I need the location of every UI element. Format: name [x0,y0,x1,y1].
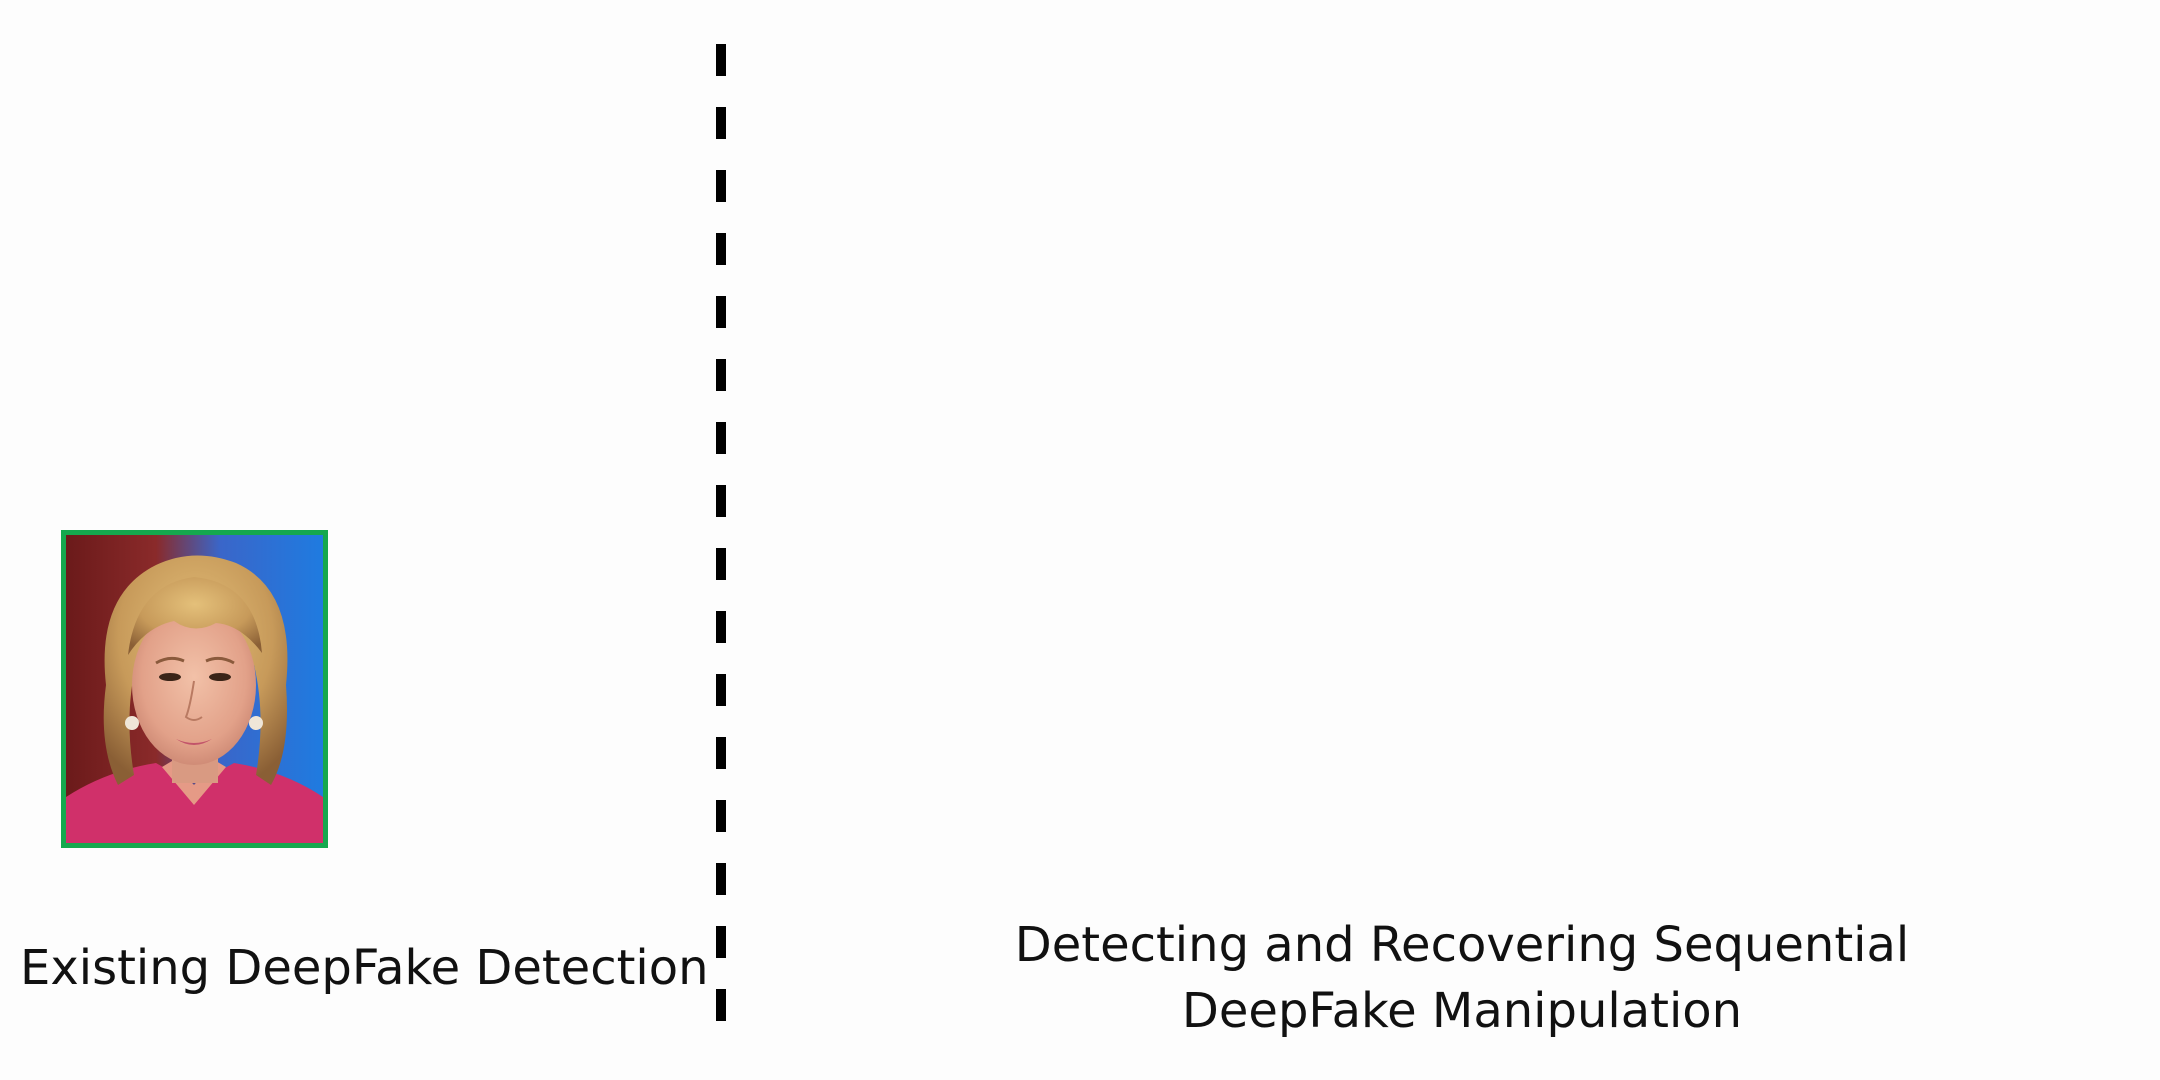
caption-line-2: DeepFake Manipulation [1181,983,1743,1039]
face-image-frame [61,530,328,848]
dashed-divider [716,44,726,1044]
face-photo [66,535,323,843]
caption-line-1: Detecting and Recovering Sequential [1014,917,1910,973]
sequential-detection-caption: Detecting and Recovering Sequential Deep… [862,912,2062,1044]
existing-detection-caption: Existing DeepFake Detection [20,940,709,996]
